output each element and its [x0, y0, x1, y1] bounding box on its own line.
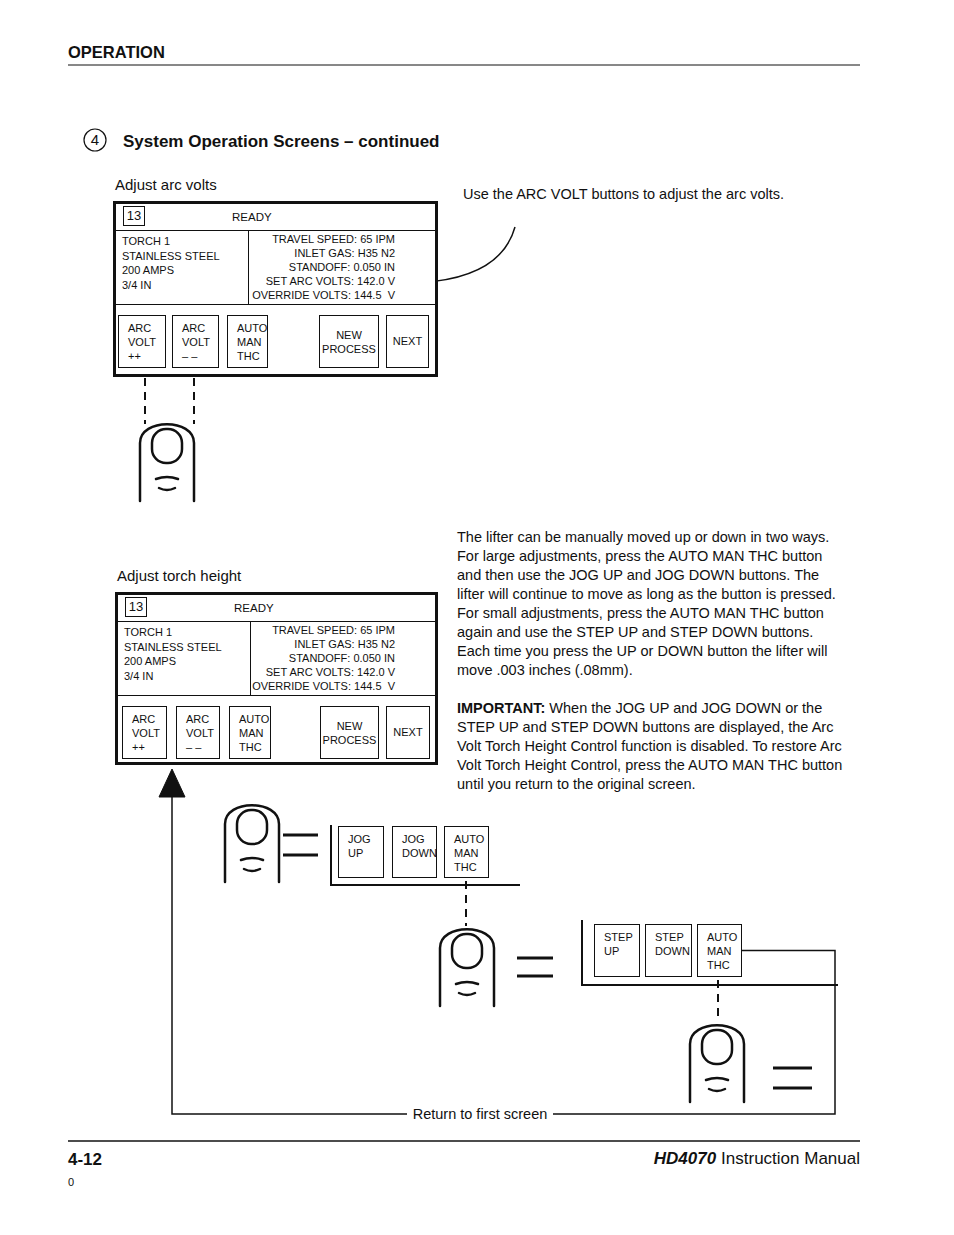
section-header: OPERATION: [68, 43, 165, 62]
step-number: 4: [84, 129, 106, 151]
node-text: TORCH 1: [122, 234, 242, 249]
important-word: IMPORTANT:: [457, 700, 545, 716]
node-text: TRAVEL SPEED: 65 IPM: [272, 232, 395, 246]
node-text: STEP DOWN: [655, 930, 689, 958]
node-text: NEW PROCESS: [322, 719, 377, 747]
node-text: STANDOFF: 0.050 IN: [289, 651, 395, 665]
node-text: OVERRIDE VOLTS: 144.5 V: [252, 679, 395, 693]
page-number: 4-12: [68, 1150, 102, 1170]
node-text: SET ARC VOLTS: 142.0 V: [266, 665, 395, 679]
node-text: ARC VOLT: [132, 712, 164, 740]
screen-heading: Adjust torch height: [117, 567, 241, 584]
node-text: NEXT: [388, 334, 427, 348]
product-name: HD4070: [654, 1149, 716, 1168]
screen-panel: Adjust torch heightREADY13TORCH 1STAINLE…: [115, 592, 438, 765]
node-text: AUTO MAN THC: [454, 832, 486, 874]
screen-button: JOG UP: [338, 826, 384, 878]
screen-button: ARC VOLT– –: [176, 706, 220, 759]
node-text: ++: [128, 349, 163, 363]
screen-button: NEXT: [386, 315, 429, 368]
manual-name: HD4070 Instruction Manual: [654, 1149, 860, 1169]
torch-info: TORCH 1STAINLESS STEEL200 AMPS3/4 IN: [116, 231, 249, 305]
node-text: 200 AMPS: [124, 654, 244, 669]
connector-label: Return to first screen: [407, 1106, 554, 1122]
node-text: AUTO MAN THC: [707, 930, 739, 972]
node-text: ARC VOLT: [182, 321, 216, 349]
screen-panel: Adjust arc voltsREADY13TORCH 1STAINLESS …: [113, 201, 438, 377]
node-text: ARC VOLT: [186, 712, 217, 740]
instruction-text: The lifter can be manually moved up or d…: [457, 528, 849, 794]
node-text: READY: [232, 204, 435, 230]
node-text: OVERRIDE VOLTS: 144.5 V: [252, 288, 395, 302]
node-text: – –: [186, 740, 217, 754]
node-text: SET ARC VOLTS: 142.0 V: [266, 274, 395, 288]
finger-illustration: [140, 424, 194, 501]
return-connector: [159, 769, 835, 1114]
screen-button: ARC VOLT++: [118, 315, 166, 368]
node-text: TORCH 1: [124, 625, 244, 640]
screen-button: NEW PROCESS: [319, 315, 379, 368]
process-number: 13: [123, 206, 145, 226]
node-text: ++: [132, 740, 164, 754]
node-text: JOG UP: [348, 832, 381, 860]
node-text: AUTO MAN THC: [239, 712, 268, 754]
node-text: STAINLESS STEEL: [124, 640, 244, 655]
node-text: ARC VOLT: [128, 321, 163, 349]
node-text: INLET GAS: H35 N2: [294, 246, 395, 260]
screen-button: STEP DOWN: [645, 924, 692, 977]
screen-button: ARC VOLT– –: [172, 315, 219, 368]
node-text: 200 AMPS: [122, 263, 242, 278]
screen-button: JOG DOWN: [392, 826, 437, 878]
screen-button: AUTO MAN THC: [444, 826, 489, 878]
step-circle: [84, 129, 106, 151]
process-values: TRAVEL SPEED: 65 IPMINLET GAS: H35 N2STA…: [251, 622, 435, 696]
screen-heading: Adjust arc volts: [115, 176, 217, 193]
button-strip-frame: [331, 825, 838, 985]
screen-button: AUTO MAN THC: [227, 315, 268, 368]
node-text: – –: [182, 349, 216, 363]
node-text: NEXT: [388, 725, 428, 739]
node-text: STEP UP: [604, 930, 637, 958]
revision-mark: 0: [68, 1176, 74, 1188]
manual-word: Instruction Manual: [721, 1149, 860, 1168]
process-number: 13: [125, 597, 147, 617]
screen-button: STEP UP: [594, 924, 640, 977]
screen-button: ARC VOLT++: [122, 706, 167, 759]
node-text: JOG DOWN: [402, 832, 434, 860]
finger-illustration: [690, 1025, 744, 1102]
status-bar: READY 13: [116, 204, 435, 231]
section-title: System Operation Screens – continued: [123, 132, 439, 152]
screen-button: NEXT: [386, 706, 430, 759]
important-note: IMPORTANT:When the JOG UP and JOG DOWN o…: [457, 699, 849, 794]
node-text: NEW PROCESS: [321, 328, 377, 356]
node-text: STANDOFF: 0.050 IN: [289, 260, 395, 274]
screen-button: NEW PROCESS: [320, 706, 379, 759]
torch-info: TORCH 1STAINLESS STEEL200 AMPS3/4 IN: [118, 622, 251, 696]
node-text: AUTO MAN THC: [237, 321, 265, 363]
footer-rule: [68, 1140, 860, 1142]
screen-button: AUTO MAN THC: [697, 924, 742, 977]
process-values: TRAVEL SPEED: 65 IPMINLET GAS: H35 N2STA…: [249, 231, 435, 305]
header-rule: [68, 65, 860, 66]
node-text: 13: [124, 207, 144, 225]
node-text: 3/4 IN: [122, 278, 242, 293]
finger-illustration: [440, 929, 494, 1006]
paragraph: The lifter can be manually moved up or d…: [457, 528, 849, 680]
node-text: READY: [234, 595, 435, 621]
node-text: 3/4 IN: [124, 669, 244, 684]
node-text: INLET GAS: H35 N2: [294, 637, 395, 651]
finger-illustration: [225, 805, 279, 882]
node-text: STAINLESS STEEL: [122, 249, 242, 264]
status-bar: READY 13: [118, 595, 435, 622]
node-text: 13: [126, 598, 146, 616]
callout-note: Use the ARC VOLT buttons to adjust the a…: [463, 186, 784, 202]
screen-button: AUTO MAN THC: [229, 706, 271, 759]
node-text: TRAVEL SPEED: 65 IPM: [272, 623, 395, 637]
